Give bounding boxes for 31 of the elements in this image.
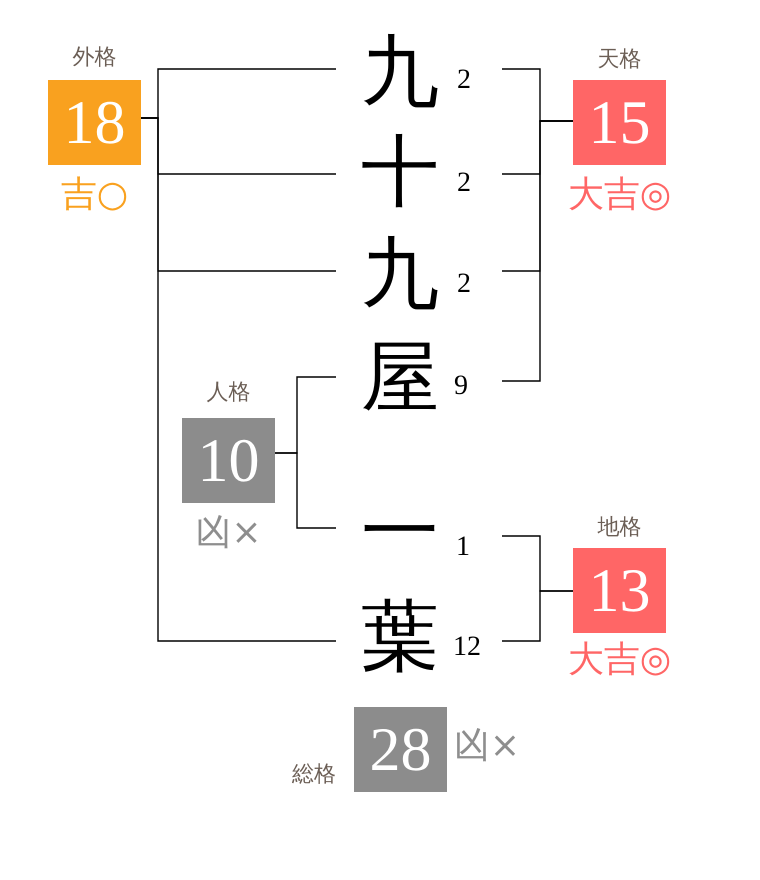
kanji-character: 一: [361, 493, 439, 571]
stroke-count: 2: [457, 270, 471, 298]
category-label: 天格: [598, 48, 642, 72]
kanji-character: 十: [361, 133, 439, 211]
score-tile: 13: [573, 548, 666, 633]
fortune-rating: 凶×: [195, 513, 262, 553]
category-label: 地格: [598, 516, 642, 540]
kanji-character: 九: [361, 33, 439, 111]
score-tile: 18: [48, 80, 141, 165]
fortune-rating: 凶×: [454, 726, 520, 766]
score-tile: 15: [573, 80, 666, 165]
category-label: 人格: [206, 380, 250, 406]
kanji-character: 屋: [361, 339, 439, 417]
category-label: 総格: [292, 762, 336, 788]
fortune-rating: 吉○: [60, 175, 128, 215]
fortune-rating: 大吉◎: [568, 175, 672, 215]
category-label: 外格: [72, 46, 116, 70]
fortune-rating: 大吉◎: [568, 640, 672, 680]
kanji-character: 九: [361, 235, 439, 313]
bracket-line: [502, 120, 573, 382]
kanji-character: 葉: [361, 598, 439, 676]
bracket-line: [502, 590, 573, 642]
score-tile: 28: [354, 707, 447, 792]
bracket-line: [141, 117, 336, 642]
stroke-count: 2: [457, 169, 471, 197]
stroke-count: 2: [457, 66, 471, 94]
score-tile: 10: [182, 418, 275, 503]
bracket-line: [275, 452, 336, 529]
stroke-count: 1: [456, 533, 470, 561]
stroke-count: 9: [454, 372, 468, 400]
stroke-count: 12: [453, 633, 481, 661]
